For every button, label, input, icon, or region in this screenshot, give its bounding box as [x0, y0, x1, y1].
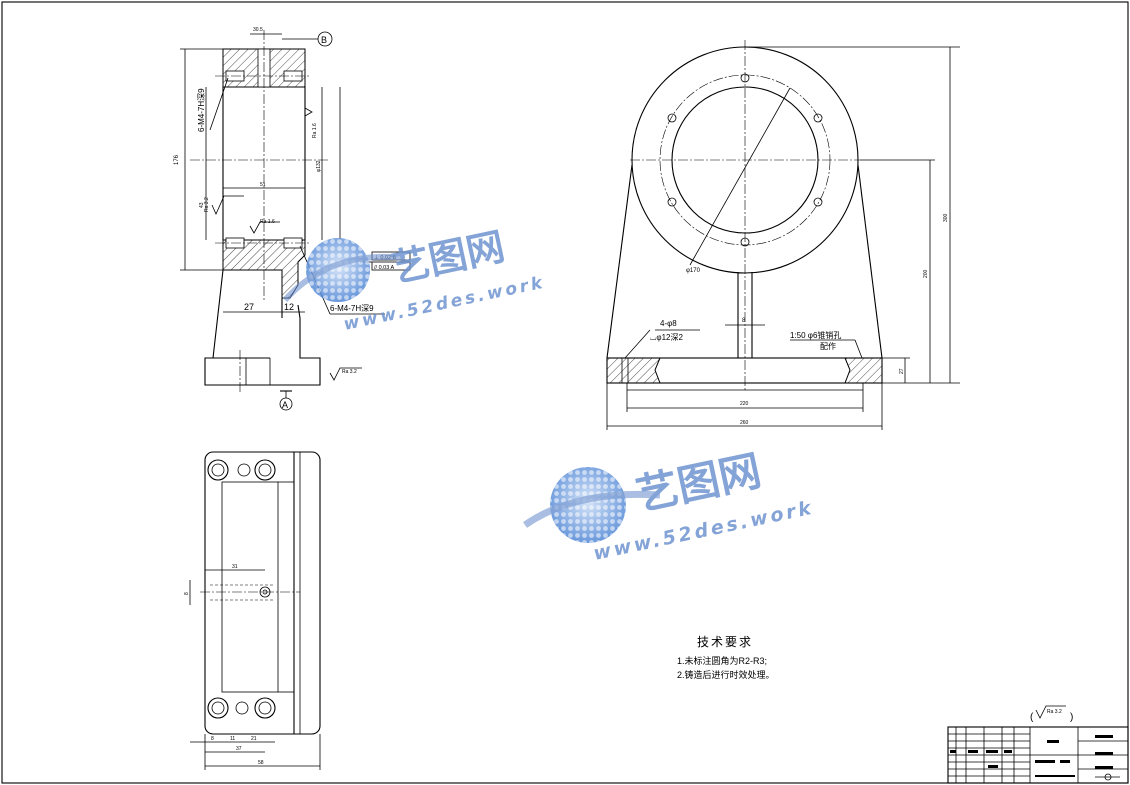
rough-left: Ra 3.2: [204, 197, 210, 212]
rough-right: Ra 1.6: [312, 123, 318, 138]
dim-12: 12: [284, 302, 294, 312]
thread-note-top: 6-M4-7H深9: [197, 88, 206, 132]
dim-176: 176: [174, 154, 180, 165]
tech-item-2: 2.铸造后进行时效处理。: [677, 669, 775, 680]
watermark-1: 艺图网 www.52des.work: [282, 224, 547, 335]
pin-note: 1:50 φ6锥销孔: [790, 330, 841, 340]
dim-51: 51: [260, 182, 266, 188]
dim-plan-8: 8: [211, 736, 214, 742]
dim-plan-37: 37: [236, 746, 242, 752]
watermark-2: 艺图网 www.52des.work: [522, 446, 816, 565]
dim-bore: φ132: [316, 160, 322, 172]
dim-phi170: φ170: [686, 268, 701, 274]
dim-plan-21: 21: [251, 736, 257, 742]
holes-note: 4-φ8: [660, 319, 677, 328]
front-view: φ170 220 260 300 200 27 8 4: [606, 40, 960, 430]
dim-base-h: 27: [899, 368, 905, 374]
pin-note-2: 配作: [820, 341, 836, 351]
rough-mid: Ra 1.6: [260, 219, 275, 225]
dim-plan-v: 8: [184, 592, 190, 595]
datum-a: A: [282, 400, 288, 410]
tech-item-1: 1.未标注圆角为R2-R3;: [677, 655, 767, 666]
dim-height-center: 200: [923, 269, 929, 278]
dim-8: 8: [742, 318, 746, 324]
counterbore-note: ⌴φ12深2: [650, 333, 683, 342]
dim-27: 27: [244, 302, 254, 312]
general-roughness-value: Ra 3.2: [1047, 709, 1062, 715]
tech-requirements: 技术要求 1.未标注圆角为R2-R3; 2.铸造后进行时效处理。: [677, 635, 775, 680]
svg-text:(: (: [1030, 712, 1034, 723]
dim-plan-31: 31: [232, 564, 238, 570]
plan-view: 31 8 8 11 21 37 58: [184, 451, 321, 770]
dim-height-total: 300: [943, 213, 949, 222]
watermark-1-brand: 艺图网: [388, 224, 509, 291]
dim-plan-11: 11: [230, 736, 235, 742]
general-roughness: ( Ra 3.2 ): [1030, 705, 1073, 723]
datum-b: B: [321, 35, 327, 45]
thread-note-bottom: 6-M4-7H深9: [330, 304, 374, 313]
dim-width-outer: 260: [740, 420, 749, 426]
watermark-2-brand: 艺图网: [632, 446, 765, 520]
dim-plan-58: 58: [258, 760, 264, 766]
dim-top-width: 30.5: [253, 27, 263, 33]
dim-width-inner: 220: [740, 401, 749, 407]
side-section-view: 176 43 φ132 51 30.5 B A 6-M4-7H深9 6-M4-7…: [174, 27, 411, 411]
tol-par: // 0.03 A: [374, 265, 395, 271]
svg-text:): ): [1070, 712, 1073, 723]
title-block: [947, 726, 1129, 784]
dim-small-left: 43: [199, 202, 205, 208]
rough-base: Ra 3.2: [342, 369, 357, 375]
tech-title: 技术要求: [697, 635, 753, 649]
